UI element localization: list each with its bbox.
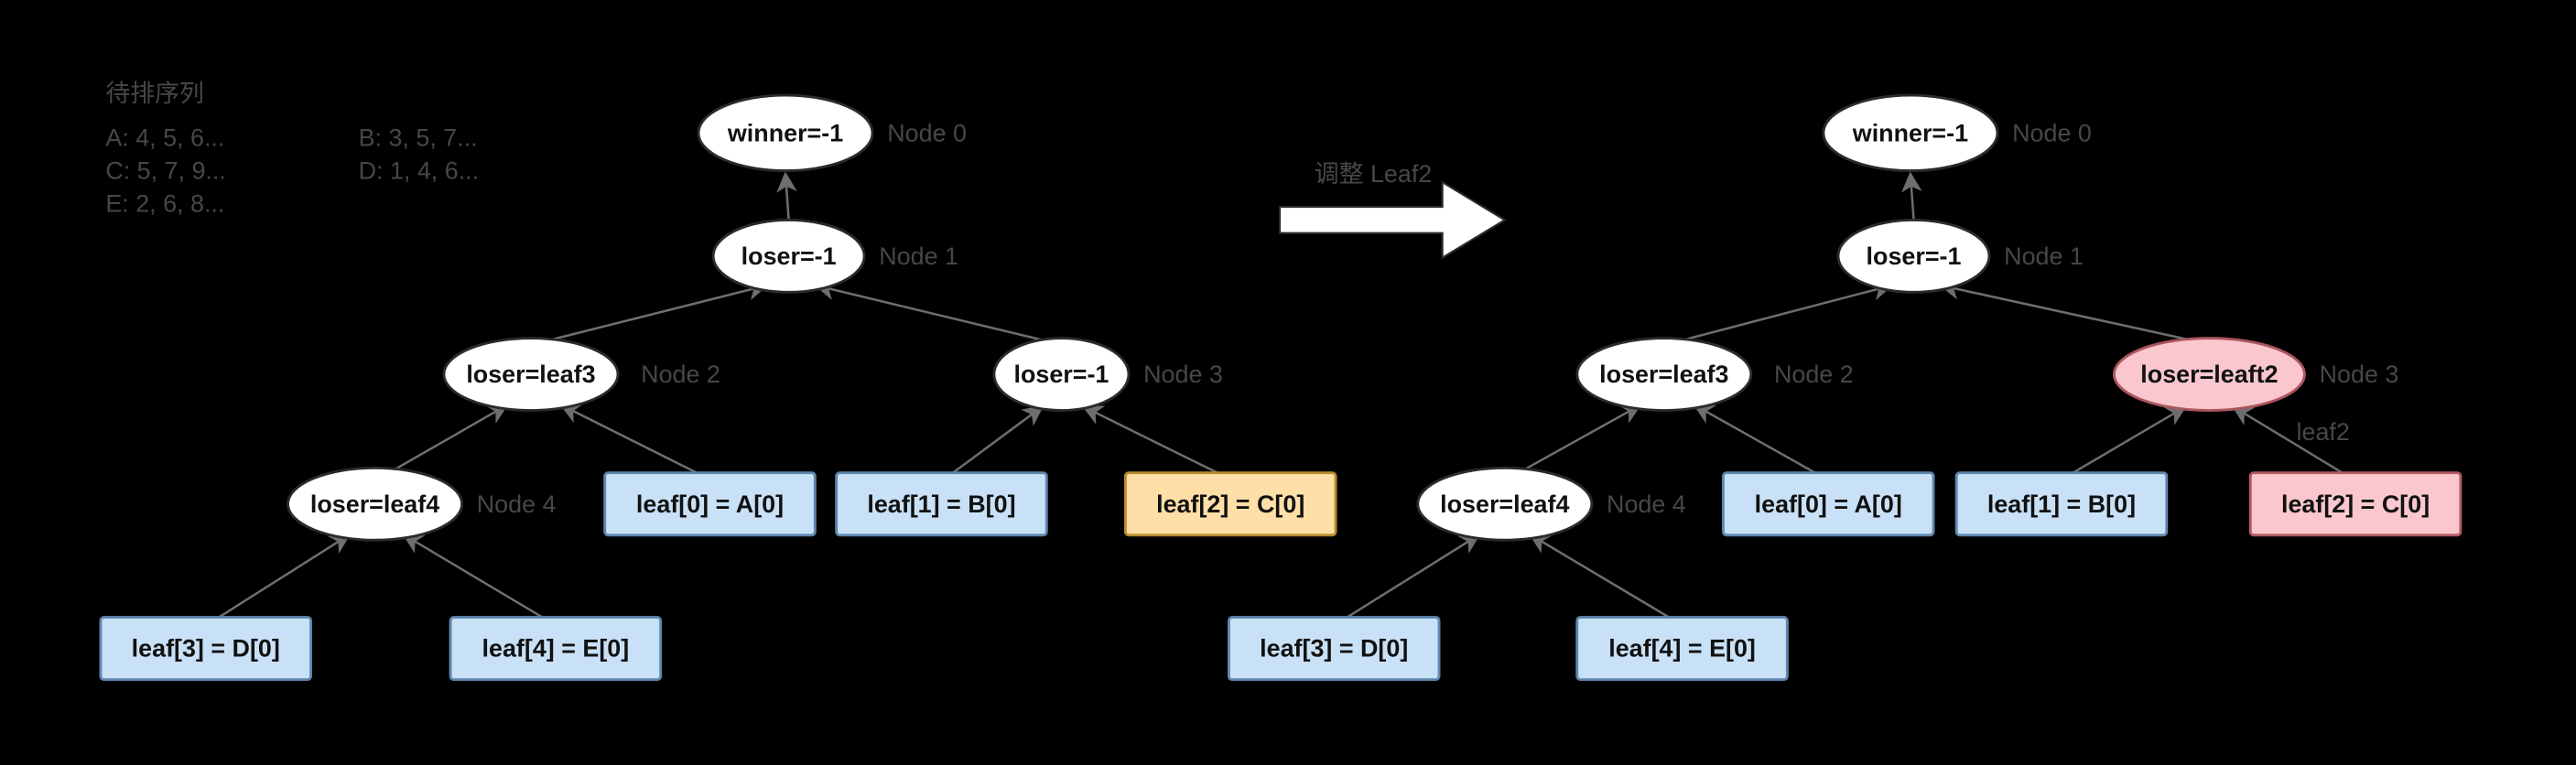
left-leaf3-label: leaf[3] = D[0] [132,635,280,663]
legend-seq-b: B: 3, 5, 7... [359,124,478,152]
right-leaf0 [1721,471,1935,537]
edge-leaf4-node4 [1529,533,1670,619]
left-node4 [287,466,464,542]
right-leaf1-label: leaf[1] = B[0] [1987,490,2136,518]
edge-node1-node0 [776,171,797,221]
right-node2 [1575,337,1753,412]
right-node3-label: loser=leaft2 [2140,361,2278,388]
legend-title: 待排序列 [105,80,204,107]
left-leaf1-label: leaf[1] = B[0] [867,490,1015,518]
legend-seq-c: C: 5, 7, 9... [105,157,226,185]
edge-node3-node1 [1939,279,2191,341]
legend-seq-a: A: 4, 5, 6... [105,124,224,152]
right-winner-label: winner=-1 [1852,119,1968,146]
right-node4-tag: Node 4 [1607,490,1686,518]
legend-seq-e: E: 2, 6, 8... [105,189,224,217]
left-leaf3 [99,616,313,682]
transition: 调整 Leaf2 [1278,160,1507,260]
legend: 待排序列 A: 4, 5, 6... C: 5, 7, 9... E: 2, 6… [105,80,479,217]
edge-leaf3-node4 [1346,533,1481,619]
edge-leaf1-node3 [952,405,1044,474]
right-node1-tag: Node 1 [2004,242,2084,270]
left-node2-tag: Node 2 [641,361,720,388]
left-node3 [992,337,1131,412]
left-node2-label: loser=leaf3 [466,361,595,388]
right-node4 [1416,466,1594,542]
edge-leaf0-node2 [1693,404,1816,474]
right-tree: leaf2 winner=-1 Node 0 loser=-1 Node 1 l… [1227,93,2462,682]
right-leaf1 [1954,471,2169,537]
right-leaf4-label: leaf[4] = E[0] [1608,635,1756,663]
transition-label: 调整 Leaf2 [1315,160,1433,188]
edge-node4-node2 [1523,404,1642,471]
right-node2-tag: Node 2 [1774,361,1854,388]
right-node3-highlighted [2112,337,2306,412]
left-leaf0-label: leaf[0] = A[0] [636,490,784,518]
left-leaf4-label: leaf[4] = E[0] [482,635,630,663]
right-leaf3 [1227,616,1441,682]
right-node3-tag: Node 3 [2320,361,2399,388]
left-leaf1 [835,471,1048,537]
left-node1-label: loser=-1 [741,242,837,270]
right-leaf2-highlighted [2248,471,2462,537]
left-node1-tag: Node 1 [879,242,958,270]
edge-node2-node1 [1683,280,1894,341]
edge-leaf3-node4 [218,533,352,619]
left-node3-tag: Node 3 [1143,361,1223,388]
edge-leaf2-node3 [1082,405,1218,474]
left-node0-tag: Node 0 [887,119,967,146]
right-edge-label-leaf2: leaf2 [2297,418,2350,446]
left-leaf2-highlighted [1123,471,1337,537]
right-node1-label: loser=-1 [1867,242,1962,270]
left-leaf0 [603,471,817,537]
right-block-arrow-icon [1278,180,1507,260]
edge-leaf1-node3 [2072,405,2187,474]
right-leaf4 [1575,616,1789,682]
right-leaf2-label: leaf[2] = C[0] [2281,490,2430,518]
right-node2-label: loser=leaf3 [1599,361,1728,388]
right-node4-label: loser=leaf4 [1440,490,1569,518]
edge-leaf2-node3 [2231,405,2343,474]
left-tree: winner=-1 Node 0 loser=-1 Node 1 loser=l… [99,93,1337,682]
left-node4-tag: Node 4 [477,490,557,518]
legend-seq-d: D: 1, 4, 6... [359,157,480,185]
left-leaf4 [449,616,663,682]
right-winner-node [1822,93,1999,173]
left-leaf2-label: leaf[2] = C[0] [1156,490,1304,518]
right-leaf0-label: leaf[0] = A[0] [1755,490,1902,518]
left-node1 [711,218,866,294]
left-node4-label: loser=leaf4 [310,490,439,518]
edge-leaf4-node4 [402,533,544,619]
edge-node4-node2 [394,404,509,471]
right-node0-tag: Node 0 [2012,119,2092,146]
edge-node3-node1 [814,279,1043,341]
left-node2 [442,337,620,412]
edge-node1-node0 [1901,171,1922,221]
left-winner-label: winner=-1 [727,119,843,146]
right-leaf3-label: leaf[3] = D[0] [1260,635,1408,663]
left-node3-label: loser=-1 [1013,361,1109,388]
left-winner-node [697,93,874,173]
edge-node2-node1 [550,280,769,341]
right-node1 [1836,218,1991,294]
edge-leaf0-node2 [559,404,698,474]
